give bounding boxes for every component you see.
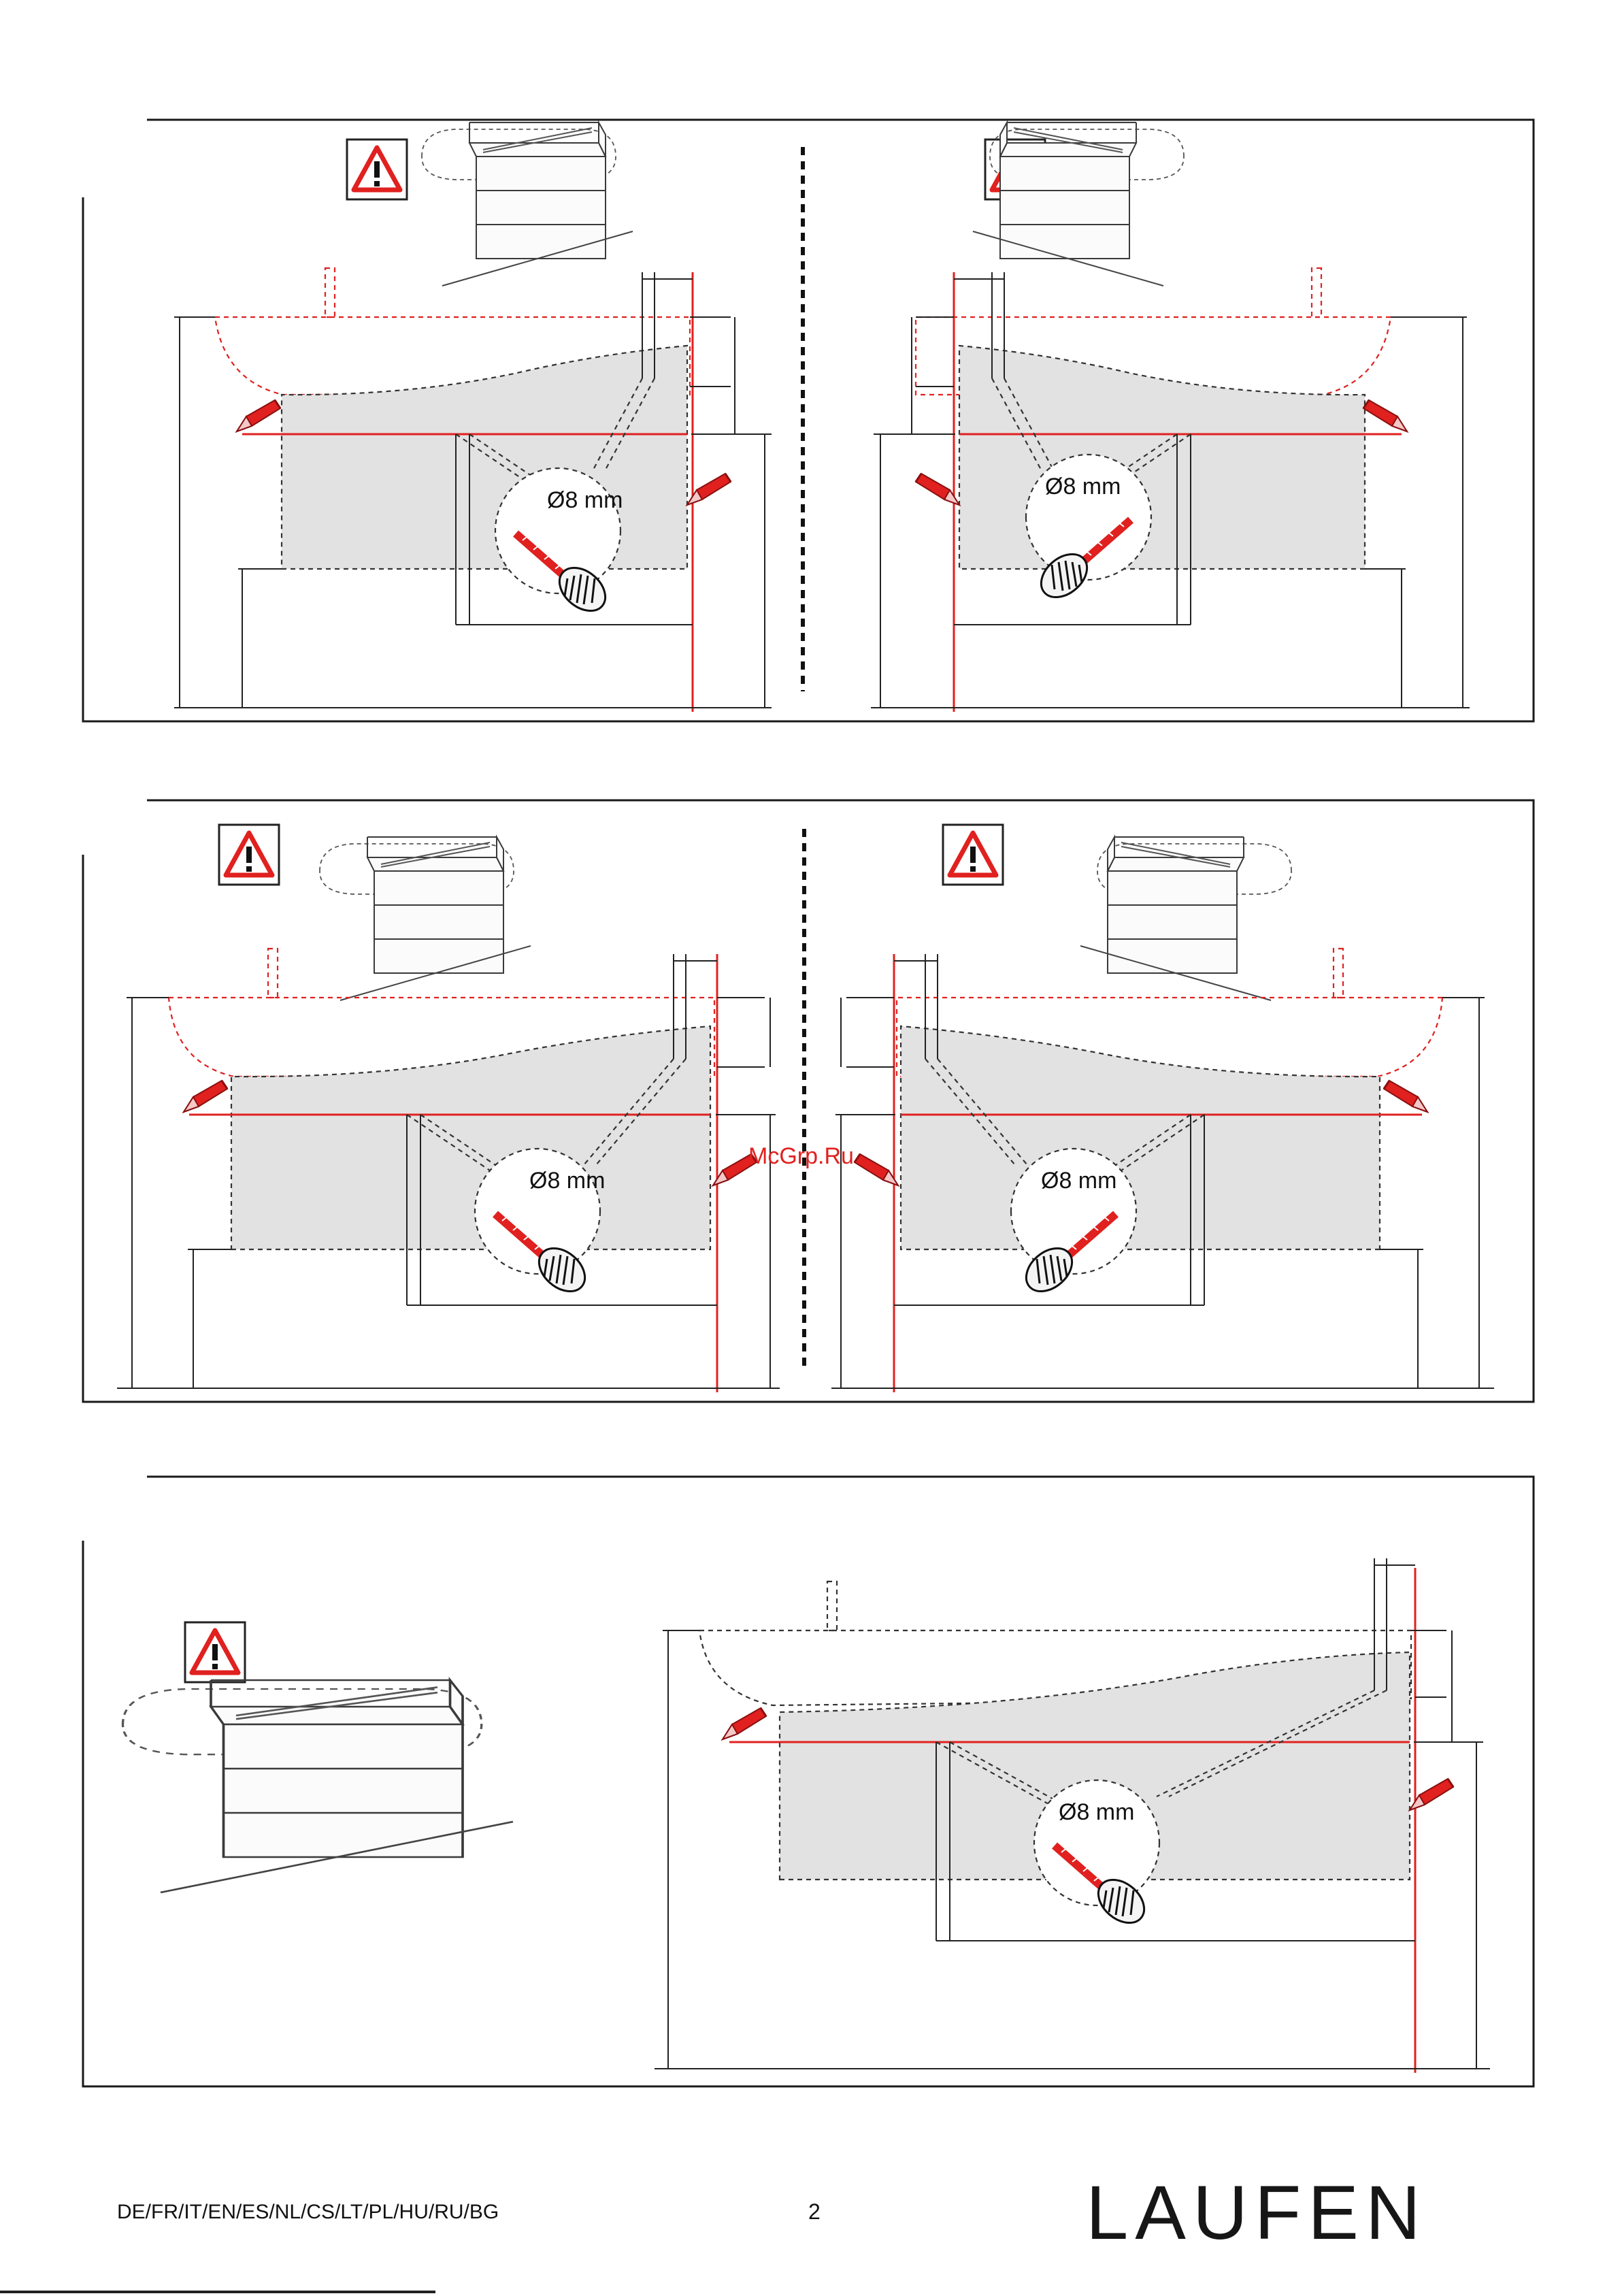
warning-triangle-icon (185, 1622, 245, 1682)
panel-1-left: Ø8 mm (174, 122, 772, 712)
drill-size-label: Ø8 mm (1041, 1168, 1116, 1194)
bottom-edge-strip (0, 2291, 435, 2293)
vanity-sketch (320, 837, 531, 1000)
language-codes: DE/FR/IT/EN/ES/NL/CS/LT/PL/HU/RU/BG (117, 2201, 499, 2224)
drill-size-label: Ø8 mm (1045, 474, 1121, 499)
warning-triangle-icon (347, 140, 407, 199)
pencil-icon (723, 1708, 766, 1739)
panel-3: Ø8 mm (83, 1477, 1534, 2086)
pencil-icon (1410, 1779, 1453, 1810)
panel-2-right (831, 837, 1494, 1392)
drill-size-label: Ø8 mm (1059, 1799, 1134, 1825)
panel-2-left: Ø8 mm (117, 825, 780, 1392)
brand-logo-text: LAUFEN (1086, 2170, 1427, 2255)
page-number: 2 (808, 2199, 821, 2225)
warning-triangle-icon (219, 825, 279, 885)
watermark: McGrp.Ru (748, 1143, 854, 1170)
pencil-icon (237, 400, 280, 431)
warning-triangle-icon (943, 825, 1003, 885)
panel-1-right (871, 122, 1470, 712)
panel-3-diagram: Ø8 mm (655, 1558, 1490, 2073)
drill-size-label: Ø8 mm (547, 487, 623, 513)
drill-size-label: Ø8 mm (529, 1168, 605, 1194)
panel-1: Ø8 mm (83, 120, 1534, 721)
vanity-sketch (422, 122, 633, 286)
panel-2: Ø8 mm (83, 800, 1534, 1402)
pencil-icon (184, 1081, 227, 1112)
vanity-sketch (123, 1680, 514, 1892)
brand-logo: LAUFEN (1086, 2175, 1427, 2251)
pencil-icon (687, 474, 731, 505)
